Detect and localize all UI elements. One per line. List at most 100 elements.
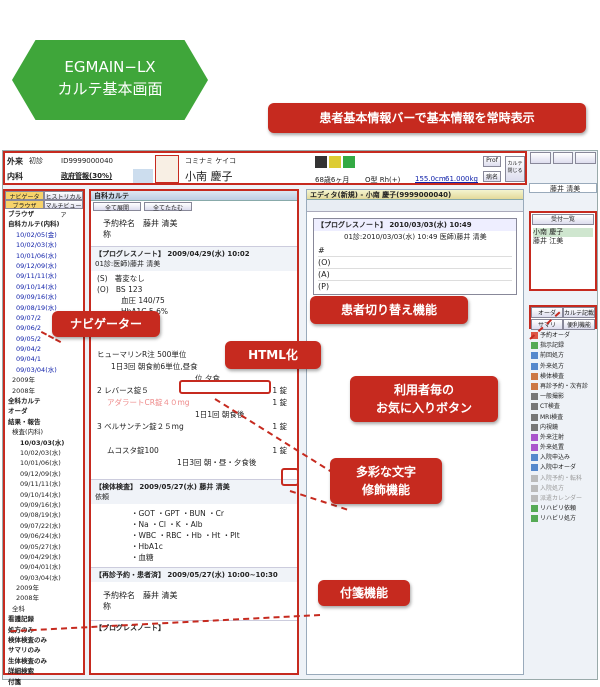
card-icon[interactable] xyxy=(133,169,153,183)
tree-item[interactable]: 10/01/06(水) xyxy=(20,459,61,468)
tree-item[interactable]: 09/11/11(水) xyxy=(20,480,61,489)
menu-item[interactable]: 派遣カレンダー xyxy=(531,494,595,504)
menu-item[interactable]: リハビリ依頼 xyxy=(531,504,595,514)
tree-item[interactable]: 09/04/01(水) xyxy=(20,563,61,572)
tab-order[interactable]: オーダ xyxy=(531,307,563,318)
editor-row[interactable]: (P) xyxy=(318,282,330,291)
tree-item[interactable]: 全科カルテ xyxy=(8,397,41,406)
tree-item[interactable]: 10/02/03(水) xyxy=(16,241,57,250)
tree-item[interactable]: 09/08/19(水) xyxy=(16,303,57,312)
tree-item[interactable]: 09/04/1 xyxy=(16,355,42,364)
tree-item[interactable]: 付箋 xyxy=(8,677,21,686)
tree-item[interactable]: サマリのみ xyxy=(8,646,41,655)
expand-all-button[interactable]: 全て展開 xyxy=(93,202,141,212)
menu-item[interactable]: 外来注射 xyxy=(531,433,595,443)
people-icon[interactable] xyxy=(530,152,551,164)
menu-icon xyxy=(531,362,538,370)
tree-item[interactable]: 09/11/11(水) xyxy=(16,272,57,281)
menu-item[interactable]: リハビリ処方 xyxy=(531,514,595,524)
tree-item[interactable]: 09/07/22(水) xyxy=(20,521,61,530)
tab-multiviewer[interactable]: マルチビューア xyxy=(44,200,83,219)
menu-icon xyxy=(531,474,538,482)
tree-item[interactable]: 処方のみ xyxy=(8,625,34,634)
status-icons xyxy=(315,156,361,168)
tree-item[interactable]: 09/08/19(水) xyxy=(20,511,61,520)
app-badge: EGMAIN−LX カルテ基本画面 xyxy=(12,40,208,120)
close-karte-button[interactable]: カルテ 閉じる xyxy=(505,156,525,182)
tree-item[interactable]: 09/12/09(水) xyxy=(20,469,61,478)
menu-item[interactable]: 外来処置 xyxy=(531,443,595,453)
tree-item[interactable]: 2008年 xyxy=(16,594,40,603)
tree-item[interactable]: 10/02/03(水) xyxy=(20,448,61,457)
tree-item[interactable]: 09/09/16(水) xyxy=(16,293,57,302)
tree-item[interactable]: 結果・報告 xyxy=(8,417,41,426)
tree-item[interactable]: ブラウザ xyxy=(8,210,34,218)
tree-item[interactable]: 09/04/29(水) xyxy=(20,552,61,561)
tree-item[interactable]: 09/12/09(水) xyxy=(16,261,57,270)
menu-item[interactable]: 前回処方 xyxy=(531,351,595,361)
callout-navigator: ナビゲーター xyxy=(52,311,160,337)
tree-item[interactable]: 09/04/2 xyxy=(16,345,42,354)
tree-item[interactable]: 2008年 xyxy=(12,386,36,395)
menu-item[interactable]: 入院予約・転科 xyxy=(531,474,595,484)
tab-karte-entry[interactable]: カルテ記載 xyxy=(563,307,595,318)
karte-panel: 自科カルテ 全て展開 全てたたむ 予約枠名 藤井 清美 称 【プログレスノート】… xyxy=(89,189,299,675)
tree-item[interactable]: 09/06/2 xyxy=(16,324,42,333)
tree-item[interactable]: 09/09/16(水) xyxy=(20,500,61,509)
patient-list-item[interactable]: 小南 慶子 xyxy=(533,228,593,237)
tab-favorites[interactable]: 便利機能 xyxy=(563,319,595,330)
menu-item[interactable]: 一般撮影 xyxy=(531,392,595,402)
tree-item[interactable]: 生体検査のみ xyxy=(8,656,47,665)
menu-item[interactable]: MRI検査 xyxy=(531,413,595,423)
menu-item[interactable]: 検体検査 xyxy=(531,372,595,382)
menu-item[interactable]: 予約オーダ xyxy=(531,331,595,341)
menu-item[interactable]: CT検査 xyxy=(531,402,595,412)
editor-row[interactable]: (O) xyxy=(318,257,512,269)
tree-item[interactable]: 10/02/05(金) xyxy=(16,230,57,239)
tree-item[interactable]: 全科 xyxy=(12,604,25,613)
tab-summary[interactable]: サマリ xyxy=(531,319,563,330)
edit-icon[interactable] xyxy=(575,152,597,164)
tab-historical[interactable]: ヒストリカル xyxy=(44,191,83,201)
editor-row[interactable]: # xyxy=(318,245,512,257)
editor-row[interactable]: (A) xyxy=(318,269,512,281)
menu-item[interactable]: 入院申込み xyxy=(531,453,595,463)
reception-list-button[interactable]: 受付一覧 xyxy=(532,214,594,225)
tree-item[interactable]: 09/07/2 xyxy=(16,313,42,322)
tree-item[interactable]: 検体検査のみ xyxy=(8,636,47,645)
nav-tree: ブラウザ 自科カルテ(内科) 10/02/05(金) 10/02/03(水) 1… xyxy=(5,209,83,687)
menu-item[interactable]: 再診予約・次有診 xyxy=(531,382,595,392)
tree-item[interactable]: 看護記録 xyxy=(8,615,34,624)
menu-item[interactable]: 入院処方 xyxy=(531,484,595,494)
tree-item[interactable]: 10/01/06(水) xyxy=(16,251,57,260)
tree-item[interactable]: 10/03/03(水) xyxy=(20,438,65,447)
tree-item[interactable]: 09/03/04(水) xyxy=(20,573,61,582)
prof-button[interactable]: Prof xyxy=(483,156,501,167)
people-icon[interactable] xyxy=(552,152,574,164)
lab-items-5: ・血糖 xyxy=(131,553,154,562)
menu-item[interactable]: 入院中オーダ xyxy=(531,463,595,473)
tab-navigator[interactable]: ナビゲータ xyxy=(5,191,44,201)
tree-item[interactable]: 09/05/2 xyxy=(16,334,42,343)
tree-item[interactable]: 2009年 xyxy=(16,584,40,593)
tree-item[interactable]: 詳細検索 xyxy=(8,667,34,676)
tree-item[interactable]: 自科カルテ(内科) xyxy=(8,220,60,229)
tree-item[interactable]: 09/05/27(水) xyxy=(20,542,61,551)
tree-item[interactable]: 検査(内科) xyxy=(12,428,44,437)
tab-browser[interactable]: ブラウザ xyxy=(5,200,44,210)
collapse-all-button[interactable]: 全てたたむ xyxy=(144,202,192,212)
tree-item[interactable]: オーダ xyxy=(8,407,28,416)
menu-item[interactable]: 外来処方 xyxy=(531,362,595,372)
menu-icon xyxy=(531,433,538,441)
tree-item[interactable]: 09/10/14(水) xyxy=(20,490,61,499)
tree-item[interactable]: 09/06/24(水) xyxy=(20,532,61,541)
editor-toolbar[interactable] xyxy=(307,200,523,212)
callout-sticky: 付箋機能 xyxy=(318,580,410,606)
disease-button[interactable]: 病名 xyxy=(483,171,501,182)
menu-item[interactable]: 内視鏡 xyxy=(531,423,595,433)
tree-item[interactable]: 09/10/14(水) xyxy=(16,282,57,291)
tree-item[interactable]: 09/03/04(水) xyxy=(16,365,57,374)
menu-item[interactable]: 指示記録 xyxy=(531,341,595,351)
tree-item[interactable]: 2009年 xyxy=(12,376,36,385)
patient-list-item[interactable]: 藤井 江美 xyxy=(533,237,564,245)
